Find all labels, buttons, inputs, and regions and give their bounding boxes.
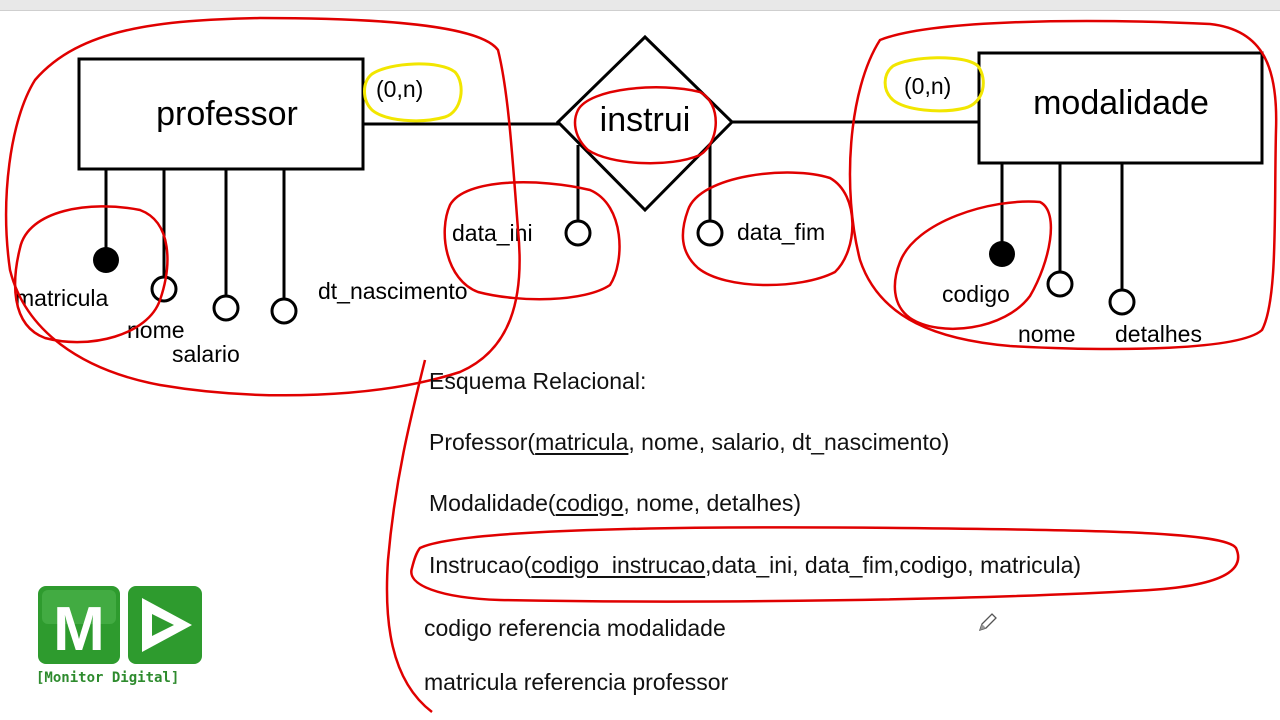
matricula-key-annotation [13, 205, 169, 344]
modalidade-entity [977, 51, 1264, 165]
detalhes-attr-dot [1108, 288, 1136, 316]
nome-attr-label: nome [127, 317, 185, 343]
modalidade-nome-attr-label: nome [1018, 321, 1076, 347]
pencil-cursor-icon [978, 613, 997, 632]
schema-professor-name: Professor( [429, 429, 536, 455]
schema-instrucao-rest: ,data_ini, data_fim,codigo, matricula) [705, 552, 1082, 578]
dt-nascimento-attr-dot [270, 297, 298, 325]
codigo-key-dot [989, 241, 1015, 267]
schema-modalidade-pk: codigo [555, 490, 624, 516]
dt-nascimento-attr-label: dt_nascimento [318, 278, 468, 304]
modalidade-group-annotation [848, 19, 1278, 351]
codigo-attr-label: codigo [942, 281, 1010, 307]
professor-cardinality: (0,n) [376, 76, 423, 102]
modalidade-cardinality-highlight [883, 56, 985, 113]
monitor-digital-logo: M [38, 586, 202, 664]
data-ini-annotation [443, 181, 621, 301]
data-fim-annotation [681, 171, 854, 287]
data-fim-attr-dot [696, 219, 724, 247]
schema-modalidade-rest: , nome, detalhes) [623, 490, 802, 516]
codigo-reference-note: codigo referencia modalidade [424, 615, 726, 641]
schema-instrucao-pk: codigo_instrucao [531, 552, 706, 578]
matricula-reference-note: matricula referencia professor [424, 669, 729, 695]
schema-professor-rest: , nome, salario, dt_nascimento) [628, 429, 950, 455]
schema-modalidade: Modalidade(codigo, nome, detalhes) [429, 490, 801, 517]
schema-instrucao: Instrucao(codigo_instrucao,data_ini, dat… [429, 552, 1081, 579]
salario-attr-dot [212, 294, 240, 322]
matricula-attr-label: matricula [15, 285, 109, 311]
instrui-annotation [573, 86, 717, 165]
schema-title: Esquema Relacional: [429, 368, 647, 394]
professor-cardinality-highlight [363, 62, 463, 123]
schema-bracket-annotation [385, 359, 433, 713]
modalidade-nome-attr-dot [1046, 270, 1074, 298]
logo-m-shine [42, 590, 116, 624]
logo-play-inner [152, 614, 174, 636]
professor-entity [77, 57, 365, 171]
professor-entity-label: professor [156, 95, 298, 133]
matricula-key-dot [93, 247, 119, 273]
logo-m-letter: M [53, 595, 105, 664]
instrucao-annotation [410, 526, 1240, 603]
schema-modalidade-name: Modalidade( [429, 490, 556, 516]
schema-instrucao-name: Instrucao( [429, 552, 532, 578]
detalhes-attr-label: detalhes [1115, 321, 1202, 347]
schema-professor-pk: matricula [535, 429, 629, 455]
modalidade-cardinality: (0,n) [904, 73, 951, 99]
professor-group-annotation [4, 16, 521, 397]
schema-professor: Professor(matricula, nome, salario, dt_n… [429, 429, 949, 456]
codigo-key-annotation [893, 200, 1053, 330]
salario-attr-label: salario [172, 341, 240, 367]
modalidade-entity-label: modalidade [1033, 84, 1209, 122]
logo-caption: [Monitor Digital] [36, 670, 180, 686]
instrui-relationship-label: instrui [600, 101, 691, 139]
top-toolbar-strip [0, 0, 1280, 11]
data-ini-attr-label: data_ini [452, 220, 533, 246]
data-fim-attr-label: data_fim [737, 219, 825, 245]
data-ini-attr-dot [564, 219, 592, 247]
